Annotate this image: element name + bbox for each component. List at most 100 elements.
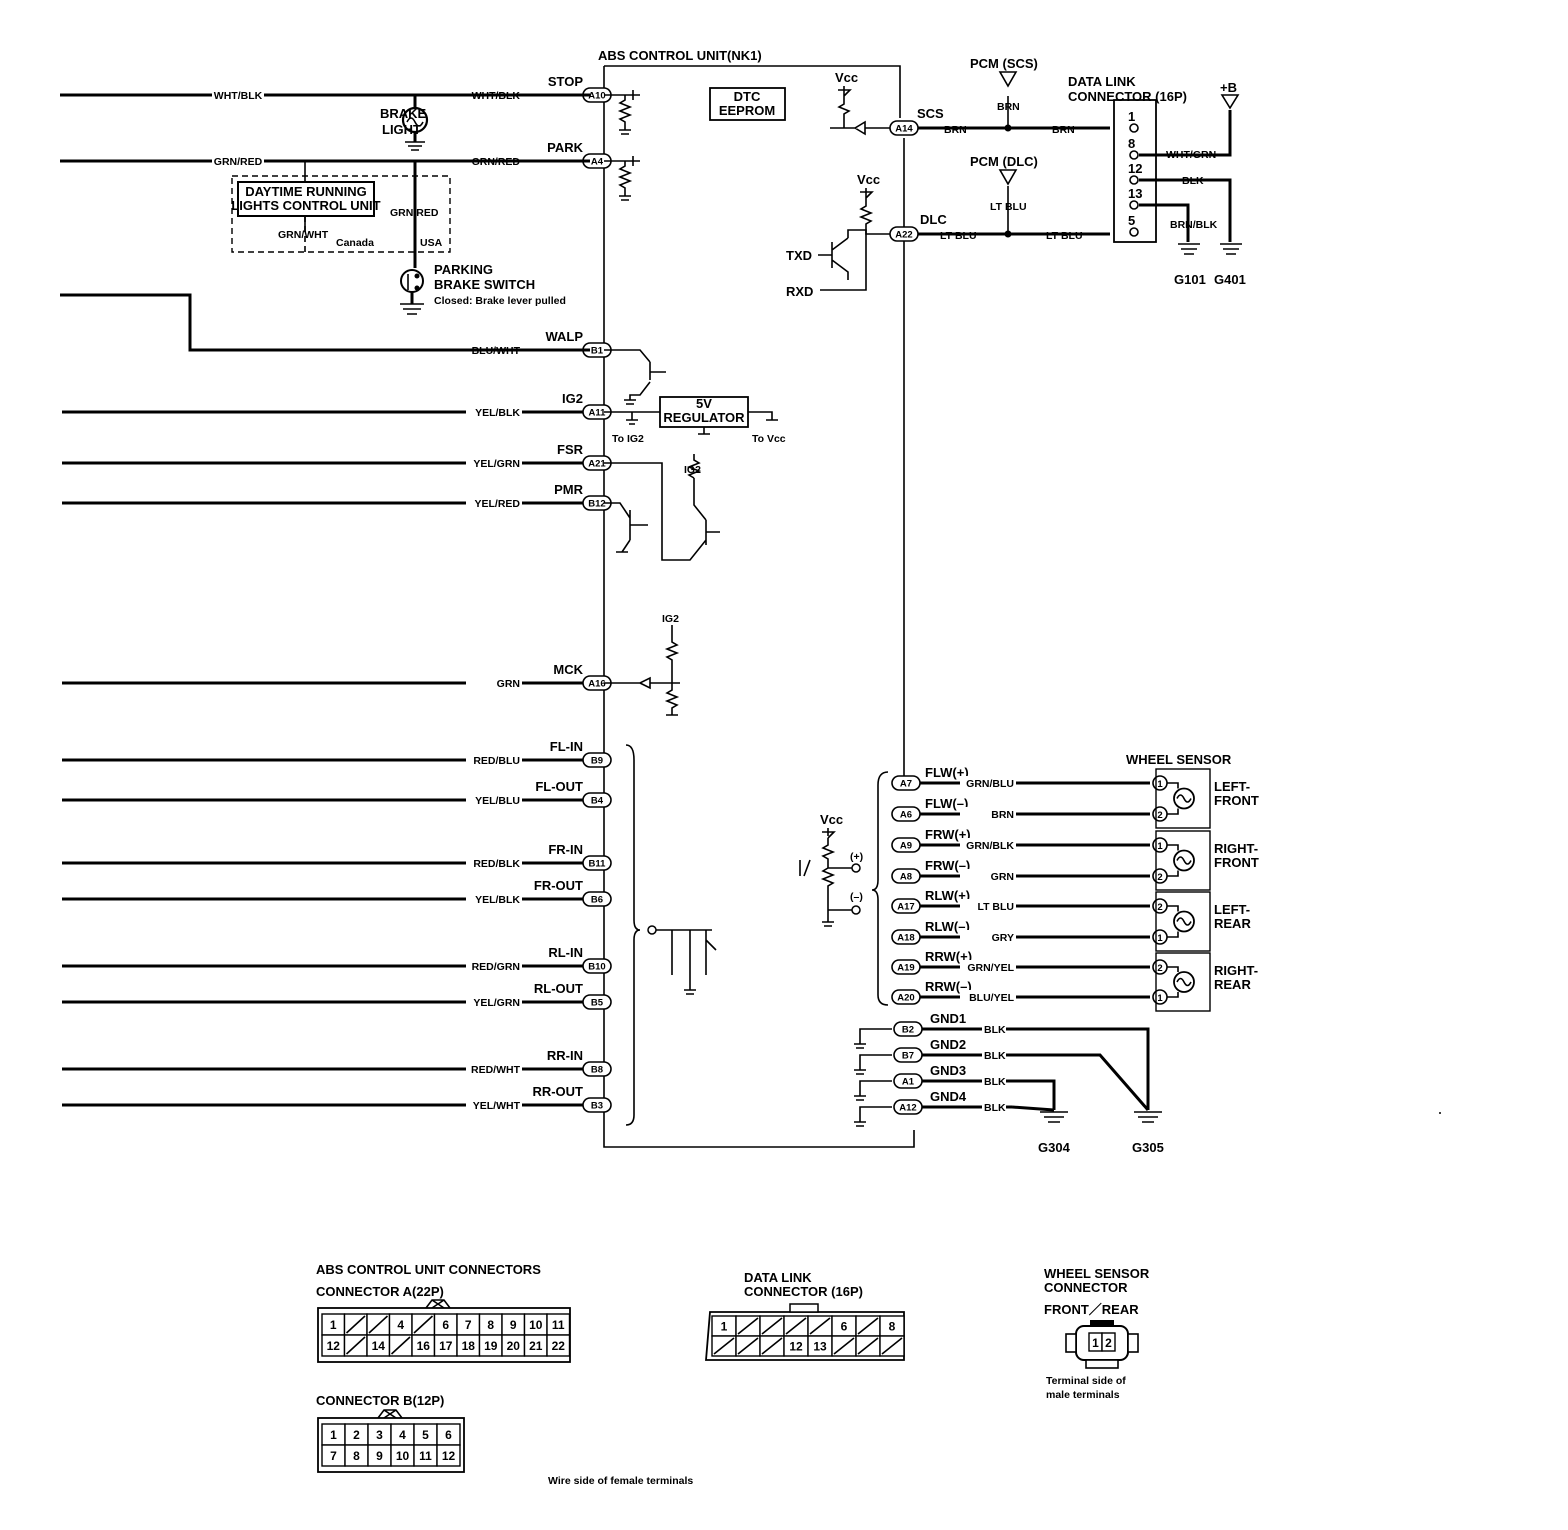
g304-label: G304: [1038, 1140, 1071, 1155]
wire-label-b12: YEL/RED: [474, 498, 520, 510]
conn-a-pin: 16: [417, 1339, 431, 1353]
blank-cell-hatch: [809, 1317, 831, 1335]
b-plus-label: +B: [1220, 80, 1237, 95]
wheel-sensor-circuit: WHEEL SENSOR Vcc (+) (–) A7FLW(+)GRN/BLU…: [799, 752, 1259, 1012]
dlc-shell: [705, 1311, 905, 1361]
data-link-circuit: Vcc SCS A14 BRN BRN BRN PCM (SCS) Vcc DL…: [786, 56, 1246, 299]
scs-wire-label-2: BRN: [1052, 124, 1075, 136]
abs-connectors-title: ABS CONTROL UNIT CONNECTORS: [316, 1262, 541, 1277]
dtc-eeprom-box: [709, 87, 786, 121]
blank-cell-hatch: [345, 1315, 366, 1334]
dlc-label: DLC: [920, 212, 947, 227]
dtc-label: DTC: [734, 89, 761, 104]
eeprom-label: EEPROM: [719, 103, 775, 118]
drl-wire-label: GRN/WHT: [278, 229, 329, 241]
blank-cell-hatch: [857, 1317, 879, 1335]
blank-cell-hatch: [368, 1315, 389, 1334]
pin-b11: B11: [589, 859, 607, 870]
sensor-terminal-num: 1: [1157, 933, 1163, 944]
brake-light-label-2: LIGHT: [382, 122, 421, 137]
wheel-wire-bg: [960, 807, 1016, 820]
sensor-label-2: REAR: [1214, 916, 1251, 931]
sine-icon: [1176, 794, 1192, 803]
dlc-pin: 8: [889, 1320, 896, 1334]
g401-label: G401: [1214, 272, 1246, 287]
pin-b10: B10: [588, 962, 605, 973]
vcc-label-a: Vcc: [835, 70, 858, 85]
wire-label-b6: YEL/BLK: [475, 894, 520, 906]
sensor-lead: [1167, 844, 1179, 877]
wheel-wire-label-a19: GRN/YEL: [967, 962, 1014, 974]
signal-fl-out: FL-OUT: [535, 779, 583, 794]
pin-a9: A9: [900, 841, 912, 852]
dlc-bottom-title-1: DATA LINK: [744, 1270, 812, 1285]
sensor-terminal-num: 2: [1157, 872, 1162, 883]
pin-a14-label: A14: [895, 124, 913, 135]
pin-b4: B4: [591, 796, 604, 807]
wire-label-bg: [466, 456, 522, 470]
wire-label-b4: YEL/BLU: [475, 795, 520, 807]
wheel-wire-bg: [960, 838, 1016, 851]
dlc-pin-8: 8: [1128, 136, 1135, 151]
wire-label-a21: YEL/GRN: [473, 458, 520, 470]
pin-a20: A20: [897, 993, 914, 1004]
dlc-pin-1: 1: [1128, 109, 1135, 124]
wheel-wire-bg: [960, 899, 1016, 912]
blank-cell-hatch: [857, 1337, 879, 1355]
ig2-label-a: IG2: [684, 464, 701, 476]
sensor-terminal-num: 2: [1157, 963, 1162, 974]
wire-12-label: BLK: [1182, 175, 1204, 187]
sensor-label-1: LEFT-: [1214, 902, 1250, 917]
conn-b-pin: 3: [376, 1428, 383, 1442]
conn-a-pin: 12: [327, 1339, 341, 1353]
blank-cell-hatch: [785, 1317, 807, 1335]
regulator-label-1: 5V: [696, 396, 712, 411]
gnd-wire-bg: [982, 1048, 1006, 1061]
drl-control-unit: [237, 181, 375, 217]
pin-a19: A19: [897, 963, 914, 974]
wheel-sensor-box: [1155, 891, 1211, 952]
conn-a-pin: 8: [487, 1318, 494, 1332]
gnd-wire-label: BLK: [984, 1024, 1006, 1036]
wheel-wire-label-a6: BRN: [991, 809, 1014, 821]
gnd-wire-bg: [982, 1074, 1006, 1087]
dlc-conn-title-1: DATA LINK: [1068, 74, 1136, 89]
conn-a-pin: 21: [529, 1339, 543, 1353]
blank-cell-hatch: [345, 1336, 366, 1355]
ws-note-1: Terminal side of: [1046, 1375, 1126, 1387]
pin-a7: A7: [900, 779, 912, 790]
signal-rr-in: RR-IN: [547, 1048, 583, 1063]
wire-label-bg: [466, 753, 522, 767]
sensor-label-2: FRONT: [1214, 855, 1259, 870]
ws-pin-2: 2: [1105, 1336, 1112, 1350]
signal-mck: MCK: [553, 662, 583, 677]
wheel-wire-label-a8: GRN: [991, 871, 1014, 883]
sensor-terminal-num: 2: [1157, 810, 1162, 821]
connector-a-title: CONNECTOR A(22P): [316, 1284, 444, 1299]
ig2-label-b: IG2: [662, 613, 679, 625]
blank-cell-hatch: [833, 1337, 855, 1355]
conn-b-pin: 11: [419, 1449, 432, 1463]
dlc-pin-12-dot: [1129, 175, 1139, 185]
pin-b3-box: [582, 1097, 612, 1113]
pin-b2: B2: [902, 1025, 914, 1036]
sensor-lead: [1167, 966, 1179, 998]
wire-label-a11: YEL/BLK: [475, 407, 520, 419]
pin-a1: A1: [902, 1077, 915, 1088]
wire-label-bg: [466, 995, 522, 1009]
gnd-signal-gnd2: GND2: [930, 1037, 966, 1052]
wheel-wire-label-a18: GRY: [992, 932, 1014, 944]
conn-a-cell: [546, 1334, 571, 1357]
signal-a8: FRW(–): [925, 858, 970, 873]
wire-side-note: Wire side of female terminals: [548, 1475, 693, 1487]
pin-a10: A10: [588, 91, 605, 102]
conn-a-pin: 19: [484, 1339, 498, 1353]
pin-b1: B1: [591, 346, 604, 357]
wire-label-grnred: GRN/RED: [214, 156, 263, 168]
wire-label-a16: GRN: [497, 678, 520, 690]
wire-label-bg: [466, 496, 522, 510]
pin-a18: A18: [897, 933, 914, 944]
blank-cell-hatch: [413, 1315, 434, 1334]
